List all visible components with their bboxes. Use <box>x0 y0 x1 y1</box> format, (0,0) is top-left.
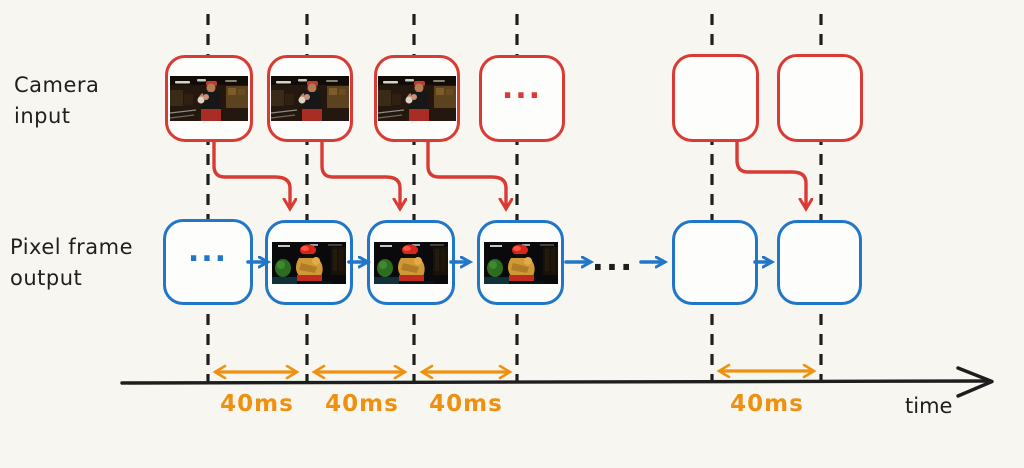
output-frame-box-1: ... <box>163 219 253 305</box>
output-photo-frame <box>484 242 558 284</box>
interval-label-3: 40ms <box>429 391 503 417</box>
output-frame-box-4 <box>477 220 564 305</box>
interval-label-1: 40ms <box>220 391 294 417</box>
camera-photo-frame <box>271 76 349 121</box>
output-frame-box-3 <box>367 220 455 305</box>
red-arrow-3 <box>426 140 506 208</box>
camera-photo-frame <box>170 76 248 121</box>
interval-arrows <box>216 371 813 372</box>
output-frame-box-6 <box>777 220 862 305</box>
pixel-output-label-line1: Pixel frame <box>10 235 134 259</box>
output-photo-frame <box>272 242 346 284</box>
camera-photo-frame <box>378 76 456 121</box>
interval-label-2: 40ms <box>325 391 399 417</box>
output-frame-box-2 <box>265 220 353 305</box>
camera-ellipsis: ... <box>501 70 543 106</box>
camera-frame-box-3 <box>374 55 460 142</box>
output-ellipsis: ... <box>187 234 229 269</box>
red-arrow-4 <box>735 139 806 208</box>
camera-frame-box-4: ... <box>479 55 565 142</box>
pixel-output-label: Pixel frame output <box>10 232 133 294</box>
output-photo-frame <box>374 242 448 284</box>
camera-frame-box-5 <box>672 54 759 142</box>
time-axis-label: time <box>905 394 953 418</box>
camera-input-label-line1: Camera <box>14 73 100 97</box>
sequence-ellipsis: ... <box>591 239 635 278</box>
camera-input-label: Camera input <box>14 70 99 132</box>
red-arrow-1 <box>212 140 290 208</box>
camera-frame-box-1 <box>165 55 253 142</box>
interval-label-4: 40ms <box>730 391 804 417</box>
timeline-arrowhead-icon <box>956 366 994 398</box>
camera-to-output-arrows <box>212 139 806 208</box>
camera-input-label-line2: input <box>14 104 71 128</box>
output-frame-box-5 <box>672 220 758 305</box>
red-arrow-2 <box>320 140 400 208</box>
pixel-output-label-line2: output <box>10 266 83 290</box>
camera-frame-box-6 <box>777 54 863 142</box>
camera-frame-box-2 <box>267 55 353 142</box>
